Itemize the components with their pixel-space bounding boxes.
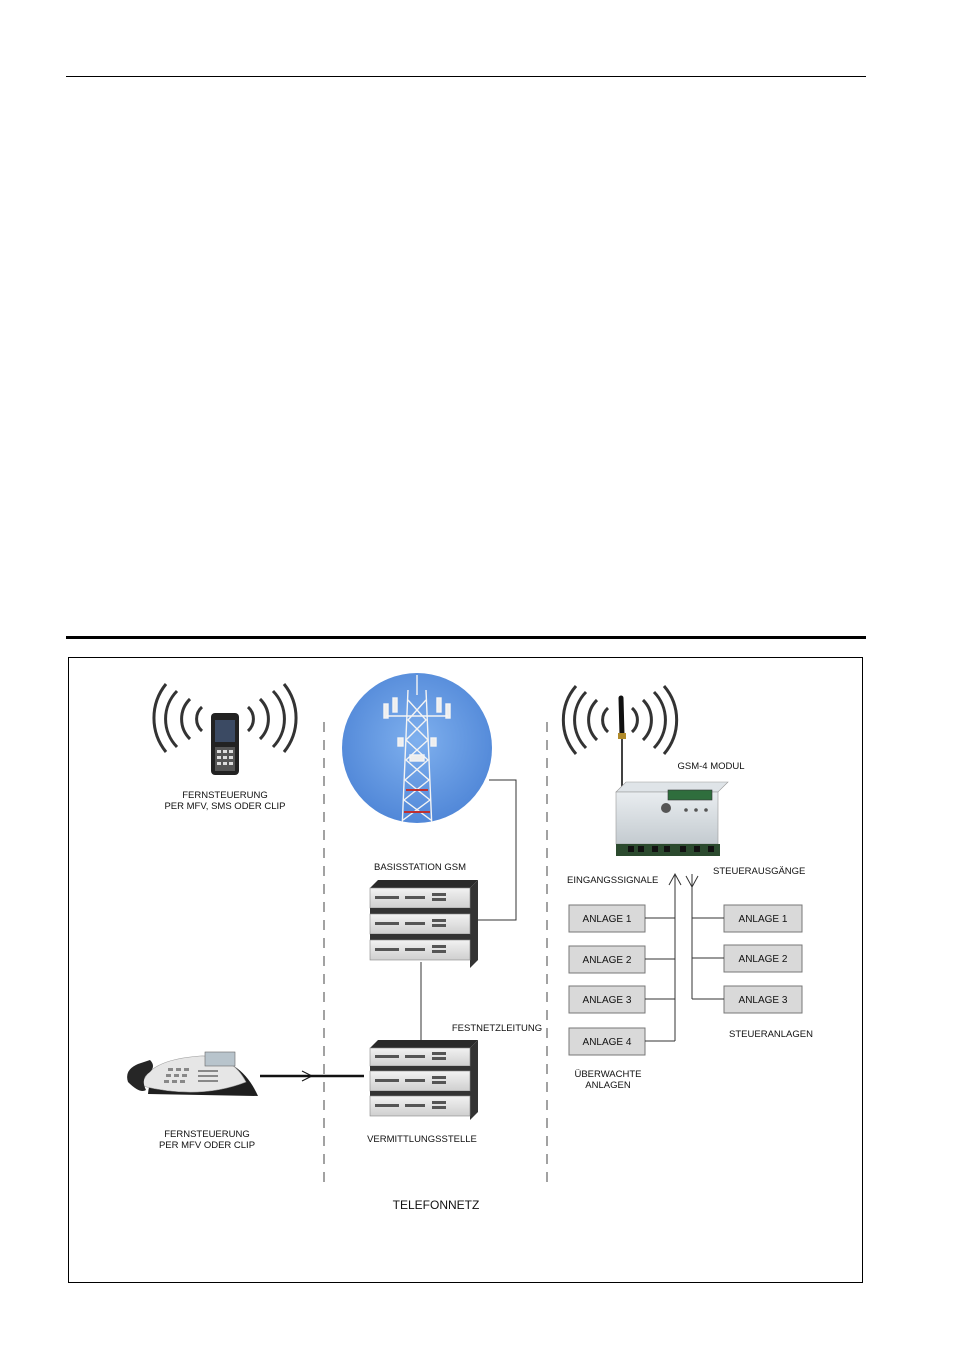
top-rule (66, 76, 866, 77)
festnetz-label: FESTNETZLEITUNG (452, 1023, 542, 1034)
ueberwachte-label-2: ANLAGEN (585, 1080, 631, 1091)
input-anlage-3-label: ANLAGE 3 (583, 995, 632, 1006)
steueranlagen-label: STEUERANLAGEN (729, 1029, 813, 1040)
input-anlage-2: ANLAGE 2 (568, 945, 646, 974)
output-anlage-3-label: ANLAGE 3 (739, 995, 788, 1006)
telefonnetz-label: TELEFONNETZ (393, 1198, 480, 1212)
desk-phone-icon (127, 1051, 258, 1096)
output-anlage-1-label: ANLAGE 1 (739, 914, 788, 925)
input-anlage-2-label: ANLAGE 2 (583, 955, 632, 966)
module-label: GSM-4 MODUL (677, 761, 744, 772)
input-anlage-3: ANLAGE 3 (568, 985, 646, 1014)
phone-label-1: FERNSTEUERUNG (164, 1129, 250, 1140)
ueberwachte-label-1: ÜBERWACHTE (574, 1069, 641, 1080)
gsm-module-image (615, 781, 729, 856)
input-anlage-1-label: ANLAGE 1 (583, 914, 632, 925)
mobile-label-2: PER MFV, SMS ODER CLIP (164, 801, 285, 812)
signal-waves-icon (152, 683, 298, 753)
input-anlage-4-label: ANLAGE 4 (583, 1037, 632, 1048)
gsm-tower-image (342, 673, 492, 823)
output-anlage-1: ANLAGE 1 (723, 904, 803, 933)
phone-link-arrow (260, 1070, 364, 1082)
input-trunk-line (668, 872, 682, 1041)
section-rule (66, 636, 866, 639)
antenna-waves-icon (561, 685, 679, 755)
output-anlage-3: ANLAGE 3 (723, 985, 803, 1014)
vermittlungsstelle-rack-icon (369, 1040, 478, 1120)
eingang-label: EINGANGSSIGNALE (567, 875, 658, 886)
antenna-icon (618, 695, 626, 790)
basisstation-label: BASISSTATION GSM (374, 862, 466, 873)
output-anlage-2-label: ANLAGE 2 (739, 954, 788, 965)
phone-label-2: PER MFV ODER CLIP (159, 1140, 255, 1151)
input-anlage-4: ANLAGE 4 (568, 1027, 646, 1056)
tower-link-line (478, 779, 517, 921)
mobile-label-1: FERNSTEUERUNG (182, 790, 268, 801)
diagram-frame (68, 657, 863, 1283)
basisstation-rack-icon (369, 880, 478, 968)
mobile-phone-icon (211, 713, 239, 775)
output-anlage-2: ANLAGE 2 (723, 944, 803, 973)
input-anlage-1: ANLAGE 1 (568, 904, 646, 933)
steuerausgaenge-label: STEUERAUSGÄNGE (713, 866, 805, 877)
vermittlung-label: VERMITTLUNGSSTELLE (367, 1134, 477, 1145)
output-trunk-line (685, 874, 699, 999)
